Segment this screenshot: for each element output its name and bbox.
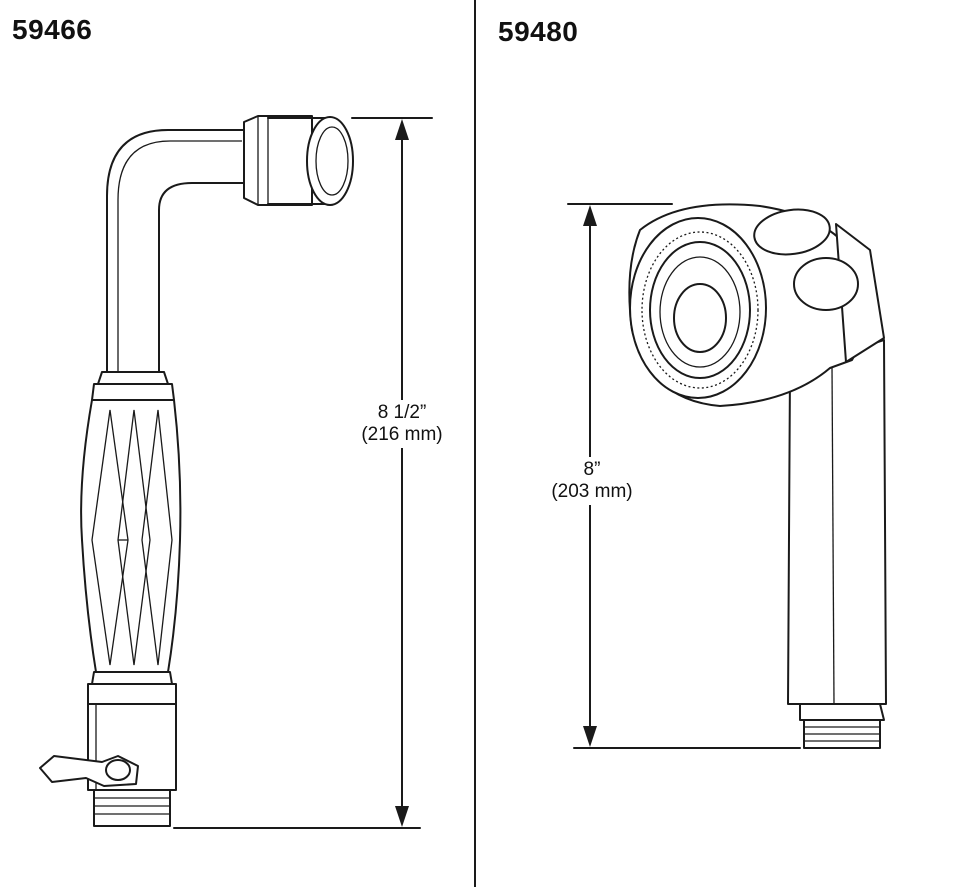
handle-ridge bbox=[831, 365, 835, 705]
tube-inner bbox=[158, 182, 246, 373]
facet-1 bbox=[91, 409, 129, 666]
tube-outer bbox=[106, 129, 246, 373]
head-side-panel bbox=[835, 223, 885, 363]
lower-ring-1 bbox=[91, 671, 173, 685]
model-number-left: 59466 bbox=[12, 14, 93, 45]
face-center bbox=[673, 283, 727, 353]
facet-2 bbox=[117, 409, 151, 666]
dimension-line-left bbox=[173, 117, 433, 829]
dimension-imperial-left: 8 1/2” bbox=[377, 402, 427, 423]
arrow-down-icon bbox=[583, 726, 597, 747]
panel-divider bbox=[474, 0, 476, 887]
top-opening-inner bbox=[315, 126, 349, 196]
dimension-metric-left: (216 mm) bbox=[361, 424, 443, 445]
dimension-label-right: 8” (203 mm) bbox=[532, 457, 652, 505]
dimension-label-left: 8 1/2” (216 mm) bbox=[342, 400, 462, 448]
top-opening bbox=[306, 116, 354, 206]
dimension-imperial-right: 8” bbox=[583, 459, 601, 480]
dimension-metric-right: (203 mm) bbox=[551, 481, 633, 502]
facet-3 bbox=[141, 409, 173, 666]
base-nut bbox=[799, 703, 885, 721]
tube-highlight bbox=[117, 140, 242, 372]
face-inner-ring bbox=[659, 256, 741, 368]
grip-recess-top bbox=[753, 208, 831, 256]
threaded-end bbox=[93, 789, 171, 827]
spray-handle bbox=[787, 339, 887, 705]
arrow-up-icon bbox=[395, 119, 409, 140]
arrow-up-icon bbox=[583, 205, 597, 226]
collar-ring-1 bbox=[97, 371, 169, 385]
face-knurled-ring bbox=[641, 231, 759, 389]
model-number-right: 59480 bbox=[498, 16, 579, 47]
lever-pivot bbox=[105, 759, 131, 781]
hand-shower-wand-icon bbox=[39, 115, 354, 827]
collar-ring-2 bbox=[91, 383, 175, 401]
arrow-down-icon bbox=[395, 806, 409, 827]
top-nut bbox=[243, 115, 313, 206]
grip-recess-side bbox=[793, 257, 859, 311]
lower-ring-2 bbox=[87, 683, 177, 705]
hand-shower-spray-head-icon bbox=[628, 203, 887, 749]
